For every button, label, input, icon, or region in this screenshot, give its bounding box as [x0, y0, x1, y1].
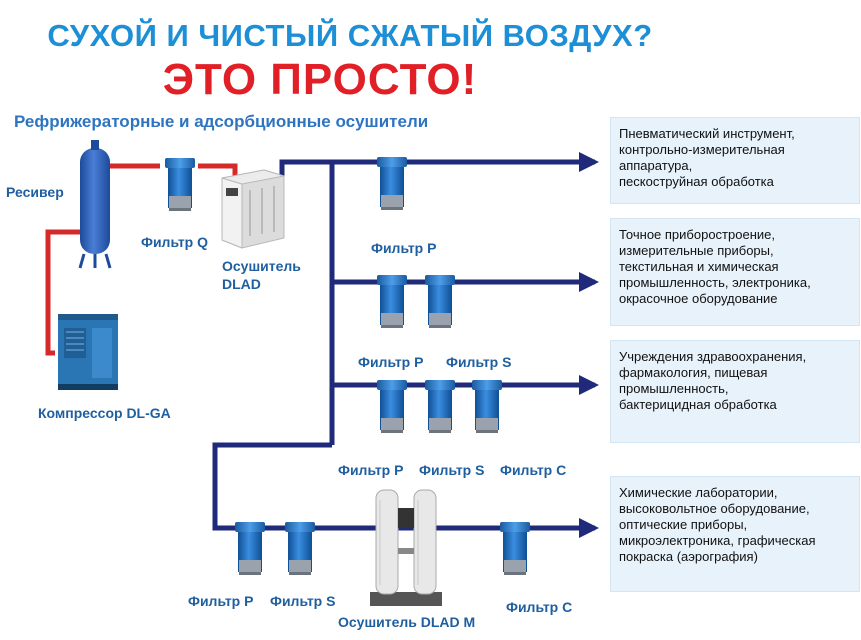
branch2-filter-s-label: Фильтр S: [446, 354, 512, 370]
dryer-dladm-label: Осушитель DLAD M: [338, 614, 476, 630]
application-3-line: промышленность,: [619, 381, 729, 396]
branch1-filter-p-label: Фильтр P: [371, 240, 437, 256]
branch2-filter-s-icon: [425, 275, 455, 328]
page-slogan: ЭТО ПРОСТО!: [162, 55, 478, 104]
branch4-filter-c-label: Фильтр C: [506, 599, 573, 615]
compressor-unit: [58, 314, 118, 390]
branch3-filter-s-label: Фильтр S: [419, 462, 485, 478]
application-2-line: измерительные приборы,: [619, 243, 774, 258]
branch4-filter-p-label: Фильтр P: [188, 593, 254, 609]
branch3-filter-c-icon: [472, 380, 502, 433]
application-4-line: покраска (аэрография): [619, 549, 758, 564]
receiver-label: Ресивер: [6, 184, 64, 200]
application-box-1: Пневматический инструмент, контрольно-из…: [610, 117, 860, 204]
application-1-line: контрольно-измерительная: [619, 142, 785, 157]
branch3-filter-s-icon: [425, 380, 455, 433]
branch4-filter-p-icon: [235, 522, 265, 575]
page-subtitle: Рефрижераторные и адсорбционные осушител…: [14, 112, 429, 131]
filter-q-label: Фильтр Q: [141, 234, 209, 250]
application-1-line: Пневматический инструмент,: [619, 126, 795, 141]
branch4-filter-s-icon: [285, 522, 315, 575]
application-box-4: Химические лаборатории, высоковольтное о…: [610, 476, 860, 592]
branch2-filter-p-icon: [377, 275, 407, 328]
compressor-label: Компрессор DL-GA: [38, 405, 171, 421]
application-2-line: Точное приборостроение,: [619, 227, 775, 242]
branch2-filter-p-label: Фильтр P: [358, 354, 424, 370]
page-title: СУХОЙ И ЧИСТЫЙ СЖАТЫЙ ВОЗДУХ?: [47, 18, 653, 53]
application-4-line: микроэлектроника, графическая: [619, 533, 816, 548]
branch1-filter-p-icon: [377, 157, 407, 210]
application-3-line: бактерицидная обработка: [619, 397, 777, 412]
branch3-filter-p-icon: [377, 380, 407, 433]
branch3-filter-c-label: Фильтр C: [500, 462, 567, 478]
application-box-3: Учреждения здравоохранения, фармакология…: [610, 340, 860, 443]
application-2-line: текстильная и химическая: [619, 259, 779, 274]
application-2-line: промышленность, электроника,: [619, 275, 811, 290]
application-4-line: оптические приборы,: [619, 517, 748, 532]
receiver-tank: [78, 140, 112, 269]
branch4-filter-c-icon: [500, 522, 530, 575]
application-1-line: пескоструйная обработка: [619, 174, 774, 189]
application-4-line: высоковольтное оборудование,: [619, 501, 810, 516]
dryer-dladm-unit: [370, 489, 442, 606]
application-2-line: окрасочное оборудование: [619, 291, 778, 306]
branch3-filter-p-label: Фильтр P: [338, 462, 404, 478]
application-3-line: фармакология, пищевая: [619, 365, 768, 380]
application-box-2: Точное приборостроение, измерительные пр…: [610, 218, 860, 326]
application-4-line: Химические лаборатории,: [619, 485, 778, 500]
application-1-line: аппаратура,: [619, 158, 693, 173]
dryer-dlad-model: DLAD: [222, 276, 261, 292]
dryer-dlad-label: Осушитель: [222, 258, 301, 274]
branch4-filter-s-label: Фильтр S: [270, 593, 336, 609]
filter-q-icon: [165, 158, 195, 211]
application-3-line: Учреждения здравоохранения,: [619, 349, 807, 364]
dryer-dlad-unit: [221, 169, 285, 249]
